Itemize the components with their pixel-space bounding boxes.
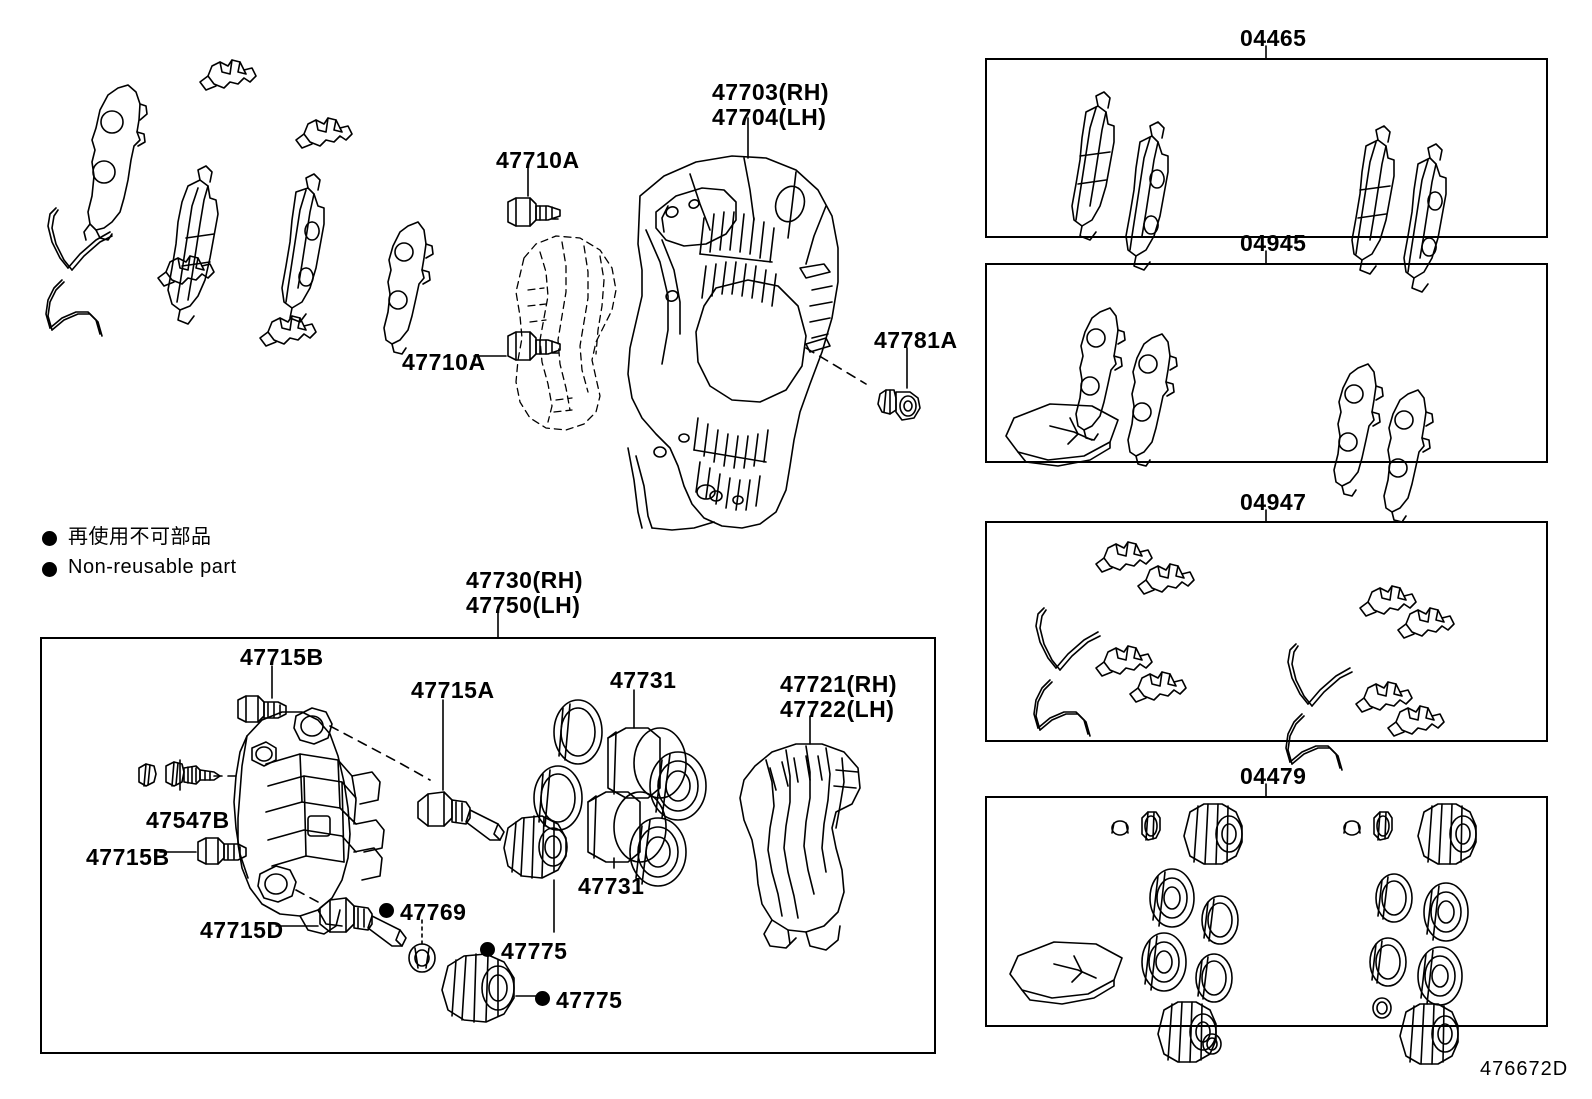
pad-clip: [296, 118, 352, 148]
pad-clip: [158, 256, 214, 286]
non-reusable-marker: [535, 991, 550, 1006]
kit-label-04479: 04479: [1240, 763, 1307, 789]
kit-panel-04465: [985, 58, 1548, 238]
legend-text-en: Non-reusable part: [68, 556, 237, 578]
non-reusable-marker: [379, 903, 394, 918]
kit-label-04465: 04465: [1240, 25, 1307, 51]
kit-label-04947: 04947: [1240, 489, 1307, 515]
part-label-47730: 47730(RH): [466, 567, 583, 593]
part-label-47731-bottom: 47731: [578, 873, 645, 899]
part-label-47721: 47721(RH): [780, 671, 897, 697]
part-label-47715b-left: 47715B: [86, 844, 170, 870]
part-label-47769: 47769: [400, 899, 467, 925]
shim-plate: [84, 85, 147, 240]
part-label-47710a-bottom: 47710A: [402, 349, 486, 375]
brake-pad: [282, 174, 324, 322]
part-label-47775-mid: 47775: [501, 938, 568, 964]
part-label-47722: 47722(LH): [780, 696, 895, 722]
bolt-47710a: [508, 332, 560, 360]
part-label-47750: 47750(LH): [466, 592, 581, 618]
non-reusable-marker: [480, 942, 495, 957]
part-label-47715d: 47715D: [200, 917, 284, 943]
part-label-47731-top: 47731: [610, 667, 677, 693]
part-label-47703: 47703(RH): [712, 79, 829, 105]
part-label-47715a: 47715A: [411, 677, 495, 703]
legend-marker-jp: [42, 531, 57, 546]
kit-panel-04947: [985, 521, 1548, 742]
part-label-47710a-top: 47710A: [496, 147, 580, 173]
shim-plate: [384, 222, 433, 354]
part-label-47775-bottom: 47775: [556, 987, 623, 1013]
bolt-47781a: [878, 390, 920, 420]
kit-panel-04945: [985, 263, 1548, 463]
caliper-assembly-panel: [40, 637, 936, 1054]
part-label-47715b-top: 47715B: [240, 644, 324, 670]
pad-clip: [200, 60, 256, 90]
retainer-spring: [48, 208, 112, 270]
part-label-47781a: 47781A: [874, 327, 958, 353]
bolt-47710a: [508, 198, 560, 226]
pad-clip: [260, 316, 316, 346]
part-label-47704: 47704(LH): [712, 104, 827, 130]
part-label-47547b: 47547B: [146, 807, 230, 833]
dust-shield: [628, 156, 838, 530]
legend-marker-en: [42, 562, 57, 577]
retainer-spring: [46, 280, 102, 336]
caliper-ghost: [516, 236, 616, 430]
legend-text-jp: 再使用不可部品: [68, 524, 212, 548]
brake-pad: [168, 166, 218, 324]
kit-label-04945: 04945: [1240, 230, 1307, 256]
diagram-code: 476672D: [1480, 1058, 1569, 1080]
kit-panel-04479: [985, 796, 1548, 1027]
